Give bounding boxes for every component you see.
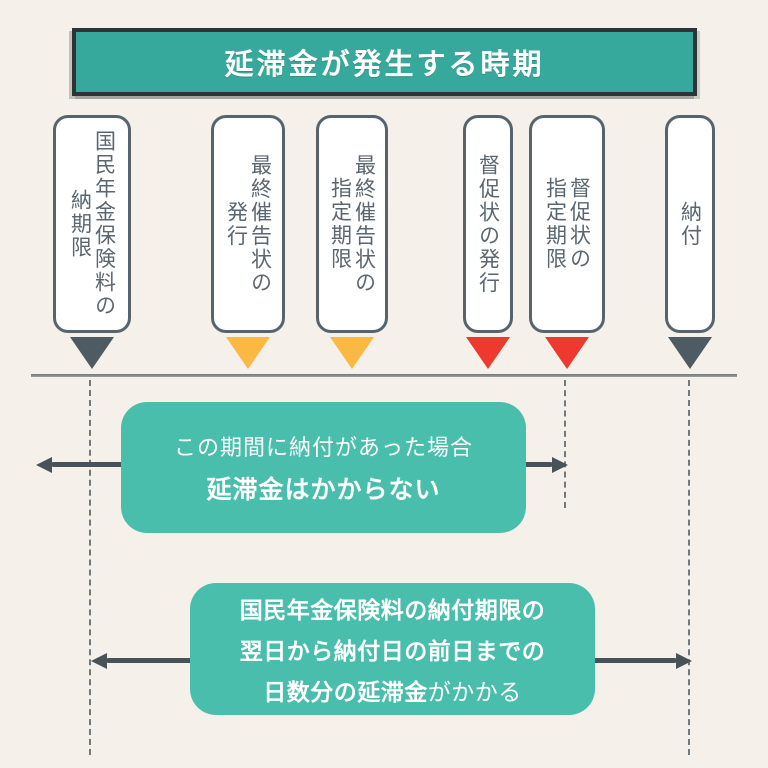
milestone-label-main: 最終催告状の [248, 153, 273, 295]
guide-line-nokigen [89, 380, 91, 755]
milestone-label-sub: 納期限 [68, 188, 93, 260]
title-banner: 延滞金が発生する時期 [72, 28, 697, 96]
milestone-label-sub: 指定期限 [328, 177, 353, 271]
note-box-fee: 国民年金保険料の納付期限の 翌日から納付日の前日までの 日数分の延滞金がかかる [190, 583, 595, 715]
triangle-down-marker-icon [466, 337, 510, 369]
milestone-label-sub: 指定期限 [543, 177, 568, 271]
milestone-label: 最終催告状の 指定期限 [327, 118, 378, 330]
milestone-label: 督促状の 指定期限 [542, 118, 593, 330]
milestone-pill-tokusoku-hakko: 督促状の発行 [463, 115, 513, 333]
note-fee-line3: 日数分の延滞金がかかる [263, 673, 522, 707]
note-box-no-fee: この期間に納付があった場合 延滞金はかからない [121, 402, 526, 533]
milestone-label: 督促状の発行 [475, 118, 502, 330]
milestone-pill-tokusoku-kigen: 督促状の 指定期限 [529, 115, 605, 333]
note-no-fee-line1: この期間に納付があった場合 [173, 435, 473, 461]
timeline-axis [31, 374, 737, 377]
milestone-label-main: 督促状の [567, 177, 592, 271]
guide-line-tokusoku-kigen [564, 380, 566, 508]
triangle-down-marker-icon [226, 337, 270, 369]
milestone-pill-nofu: 納付 [665, 115, 715, 333]
triangle-down-marker-icon [668, 337, 712, 369]
guide-line-nofu [688, 380, 690, 755]
milestone-label-main: 督促状の発行 [476, 153, 501, 295]
milestone-label: 最終催告状の 発行 [223, 118, 274, 330]
milestone-pill-nokigen: 国民年金保険料の 納期限 [53, 115, 131, 333]
arrowhead-left-icon [91, 652, 107, 669]
arrowhead-right-icon [676, 652, 692, 669]
arrowhead-left-icon [36, 456, 52, 473]
note-no-fee-line2: 延滞金はかからない [206, 474, 441, 504]
milestone-label: 国民年金保険料の 納期限 [67, 118, 118, 330]
note-fee-line3-bold: 日数分の延滞金 [263, 680, 428, 706]
note-fee-line3-regular: がかかる [427, 680, 522, 706]
milestone-label-sub: 発行 [224, 200, 249, 248]
note-fee-line2: 翌日から納付日の前日までの [239, 639, 546, 665]
triangle-down-marker-icon [545, 337, 589, 369]
triangle-down-marker-icon [70, 337, 114, 369]
triangle-down-marker-icon [330, 337, 374, 369]
milestone-label-main: 納付 [678, 200, 703, 248]
page-title: 延滞金が発生する時期 [224, 47, 545, 81]
milestone-pill-saishu-saikoku-kigen: 最終催告状の 指定期限 [316, 115, 388, 333]
milestone-label: 納付 [677, 118, 704, 330]
milestone-label-main: 最終催告状の [352, 153, 377, 295]
note-fee-line1: 国民年金保険料の納付期限の [239, 598, 546, 624]
milestone-pill-saishu-saikoku-hakko: 最終催告状の 発行 [211, 115, 285, 333]
arrowhead-right-icon [552, 456, 568, 473]
milestone-label-main: 国民年金保険料の [92, 130, 117, 318]
